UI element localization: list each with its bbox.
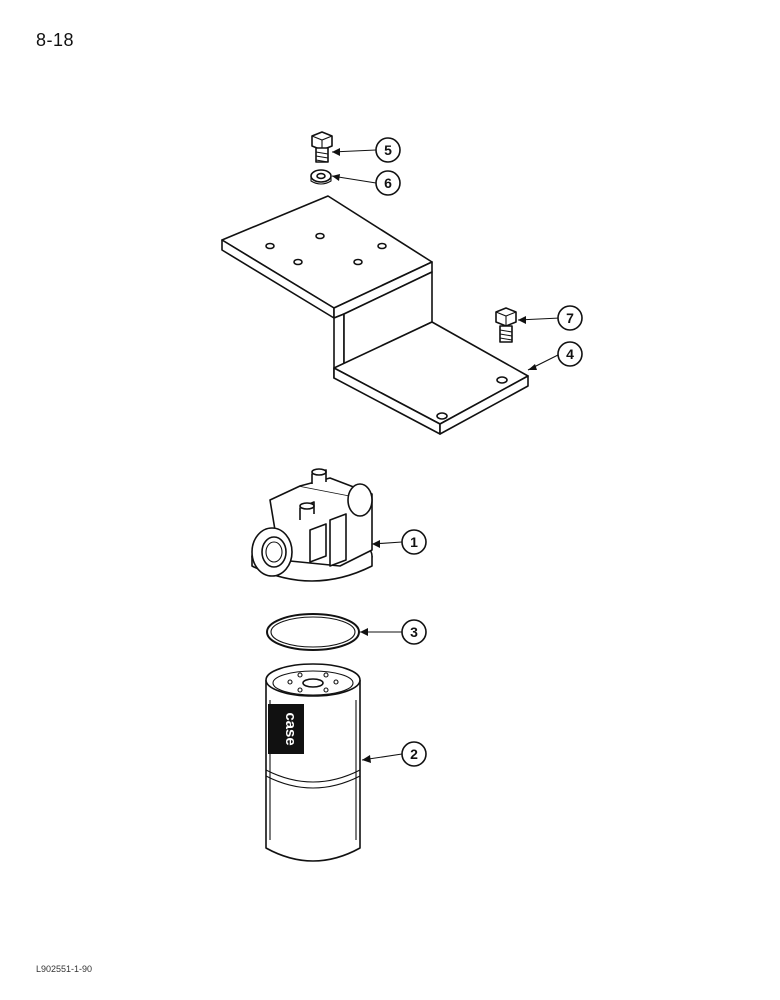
callout-label: 1	[410, 534, 418, 550]
filter-element-part: case	[265, 663, 361, 862]
filter-head-part	[251, 468, 373, 582]
callout-1: 1	[401, 529, 427, 555]
page-number: 8-18	[36, 30, 75, 50]
case-logo: case	[268, 704, 304, 754]
mounting-bracket-part	[221, 195, 529, 435]
lock-washer-part	[310, 169, 332, 185]
case-logo-text: case	[282, 712, 299, 745]
callout-2: 2	[401, 741, 427, 767]
sealing-ring-part	[266, 613, 360, 651]
callout-5: 5	[375, 137, 401, 163]
callout-6: 6	[375, 170, 401, 196]
figure-code: L902551-1-90	[36, 964, 93, 974]
callout-7: 7	[557, 305, 583, 331]
callout-label: 7	[566, 310, 574, 326]
callout-label: 2	[410, 746, 418, 762]
callout-label: 5	[384, 142, 392, 158]
callout-label: 6	[384, 175, 392, 191]
cap-screw-part	[311, 131, 333, 163]
leader-lines	[331, 148, 561, 763]
flange-screw-part	[495, 307, 517, 343]
callout-label: 3	[410, 624, 418, 640]
callout-3: 3	[401, 619, 427, 645]
callout-label: 4	[566, 346, 574, 362]
callout-4: 4	[557, 341, 583, 367]
